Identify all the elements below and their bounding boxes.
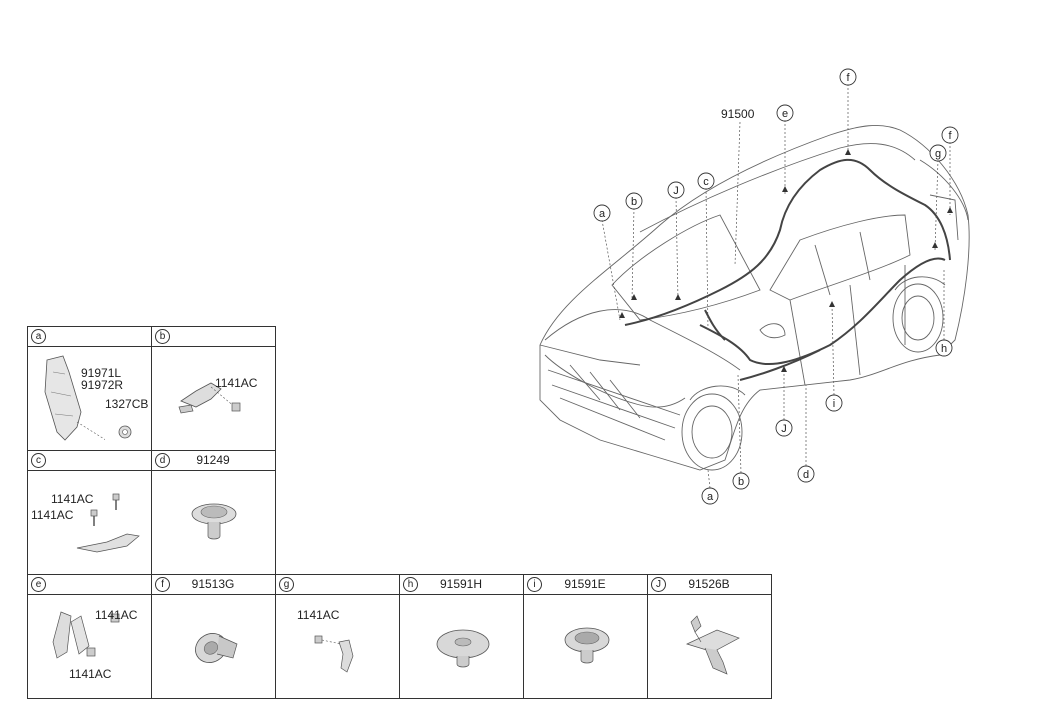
panel-i-title: 91591E: [564, 577, 606, 591]
callout-a-lower: a: [707, 491, 714, 503]
plug-illustration: [564, 627, 610, 664]
clip-bolt-illustration: [314, 635, 354, 673]
panel-e-key: e: [31, 577, 46, 592]
part-number: 91971L: [81, 366, 122, 380]
panel-J-title: 91526B: [688, 577, 730, 591]
callout-letters: a b J c e f f g h a b d J i: [599, 72, 953, 503]
callout-i: i: [833, 398, 835, 410]
panel-J-key: J: [651, 577, 666, 592]
panel-h: h 91591H: [399, 574, 523, 698]
panel-f: f 91513G: [151, 574, 275, 698]
part-number: 1141AC: [215, 376, 258, 390]
plug-illustration: [436, 629, 490, 668]
panel-f-key: f: [155, 577, 170, 592]
wiring-harness: [624, 158, 951, 381]
callout-c: c: [703, 176, 709, 188]
main-part-label: 91500: [721, 107, 755, 121]
part-number: 1141AC: [31, 508, 74, 522]
callout-b-lower: b: [738, 476, 744, 488]
panel-b-key: b: [155, 329, 170, 344]
clip-illustration: [178, 382, 241, 414]
panel-d-title: 91249: [196, 453, 230, 467]
panel-i: i 91591E: [523, 574, 647, 698]
part-number: 1141AC: [51, 492, 94, 506]
bolt-bracket-illustration: [76, 493, 140, 553]
leader-lines: [601, 84, 951, 489]
callout-f-top: f: [846, 72, 850, 84]
clip-illustration: [686, 615, 740, 675]
callout-e: e: [782, 108, 788, 120]
panel-g: g 1141AC: [275, 574, 399, 698]
bracket-bolt-illustration: [52, 611, 120, 659]
callout-h: h: [941, 343, 947, 355]
panel-i-key: i: [527, 577, 542, 592]
vehicle-outline: [539, 125, 970, 471]
panel-J: J 91526B: [647, 574, 771, 698]
part-number: 1141AC: [69, 667, 112, 681]
connector-arrows: [619, 149, 953, 372]
callout-b: b: [631, 196, 637, 208]
grommet-illustration: [191, 503, 237, 540]
panel-c-key: c: [31, 453, 46, 468]
nut-icon: [118, 425, 132, 439]
panel-h-key: h: [403, 577, 418, 592]
callout-g: g: [935, 148, 941, 160]
part-number: 1141AC: [297, 608, 340, 622]
bracket-illustration: [44, 355, 105, 441]
panel-a: a 91971L 91972R 1327CB: [27, 326, 151, 450]
callouts: [593, 68, 959, 505]
grommet-illustration: [195, 633, 238, 663]
panel-e: e 1141AC 1141AC: [27, 574, 151, 698]
panel-d-key: d: [155, 453, 170, 468]
panel-f-title: 91513G: [191, 577, 235, 591]
callout-f-rear: f: [948, 130, 952, 142]
part-number: 1327CB: [105, 397, 149, 411]
panel-g-key: g: [279, 577, 294, 592]
callout-J-lower: J: [781, 423, 787, 435]
panel-d: d 91249: [151, 450, 275, 574]
panel-c: c 1141AC 1141AC: [27, 450, 151, 574]
callout-a: a: [599, 208, 606, 220]
panel-b: b 1141AC: [151, 326, 275, 450]
callout-d: d: [803, 469, 809, 481]
part-number: 1141AC: [95, 608, 138, 622]
callout-J: J: [673, 185, 679, 197]
part-number: 91972R: [81, 378, 124, 392]
panel-a-key: a: [31, 329, 46, 344]
panel-h-title: 91591H: [439, 577, 483, 591]
